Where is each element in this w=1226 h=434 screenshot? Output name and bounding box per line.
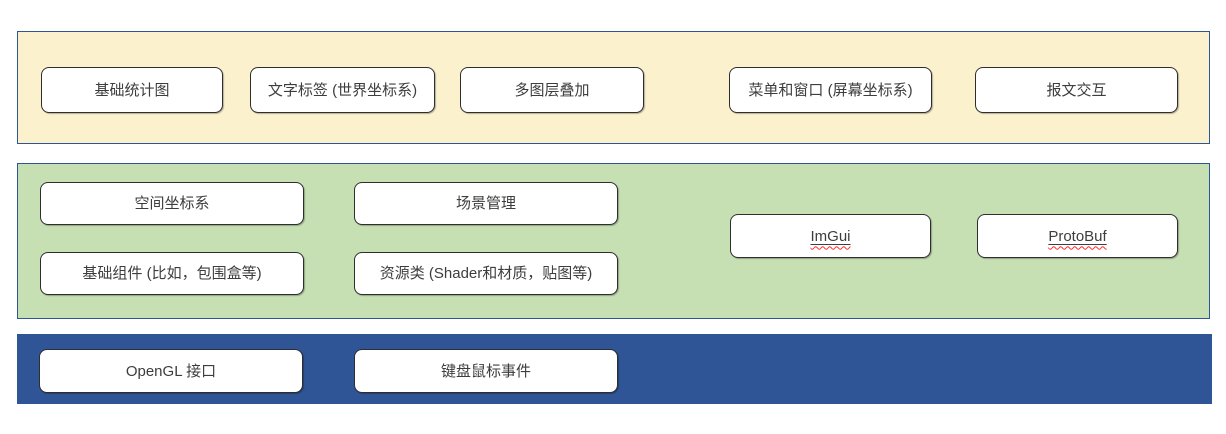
box-imgui: ImGui [730,214,931,258]
box-keyboard-mouse-events: 键盘鼠标事件 [354,349,618,393]
box-resource-classes: 资源类 (Shader和材质，贴图等) [354,252,618,295]
box-message-exchange: 报文交互 [975,67,1178,113]
box-label-underlined: ProtoBuf [1048,229,1106,244]
box-label: 基础统计图 [94,81,170,99]
box-spatial-coordinate-system: 空间坐标系 [40,182,304,225]
box-opengl-api: OpenGL 接口 [39,349,303,393]
box-label: OpenGL 接口 [125,362,217,380]
box-label: 空间坐标系 [134,195,210,212]
box-label: ImGui [810,227,851,245]
box-text-labels-world-coords: 文字标签 (世界坐标系) [250,67,435,113]
box-base-components: 基础组件 (比如，包围盒等) [40,252,304,295]
box-basic-stats-chart: 基础统计图 [41,67,223,113]
box-label: 多图层叠加 [514,81,590,99]
box-label: 报文交互 [1046,81,1107,99]
box-multi-layer-overlay: 多图层叠加 [460,67,644,113]
box-label-underlined: ImGui [810,229,850,244]
layer-engine: 空间坐标系 场景管理 ImGui ProtoBuf 基础组件 (比如，包围盒等)… [17,163,1210,319]
box-label: 基础组件 (比如，包围盒等) [82,265,262,282]
box-label: 场景管理 [455,195,516,212]
box-scene-management: 场景管理 [354,182,618,225]
box-menu-window-screen-coords: 菜单和窗口 (屏幕坐标系) [729,67,932,113]
layer-platform: OpenGL 接口 键盘鼠标事件 [17,334,1212,404]
box-label: 文字标签 (世界坐标系) [267,81,418,99]
layer-presentation: 基础统计图 文字标签 (世界坐标系) 多图层叠加 菜单和窗口 (屏幕坐标系) 报… [17,31,1210,144]
box-protobuf: ProtoBuf [977,214,1178,258]
box-label: 键盘鼠标事件 [440,362,531,380]
box-label: 菜单和窗口 (屏幕坐标系) [748,81,913,99]
box-label: 资源类 (Shader和材质，贴图等) [379,265,593,282]
box-label: ProtoBuf [1048,227,1107,245]
